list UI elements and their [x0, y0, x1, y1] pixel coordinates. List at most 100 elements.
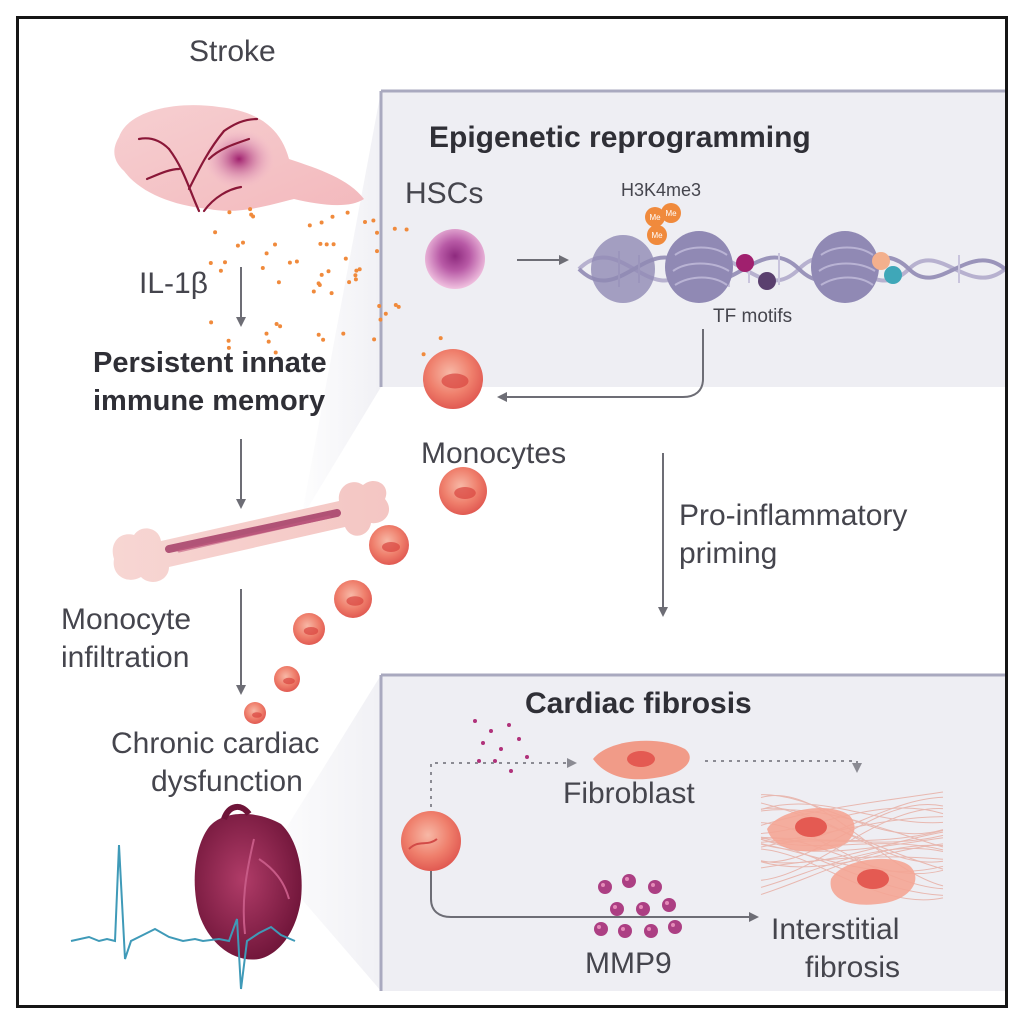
collagen-fiber [760, 837, 944, 852]
diagram-canvas: Me Me Me [70, 89, 1005, 991]
hsc-cell [425, 229, 485, 289]
interstitial-label-line2: fibrosis [805, 951, 901, 984]
il1b-dot [311, 289, 316, 294]
persistent-memory-label-line1: Persistent innate [93, 347, 327, 379]
hscs-label: HSCs [405, 177, 484, 210]
il1b-dot [347, 280, 352, 285]
monocyte-infiltration-label-line2: infiltration [61, 641, 190, 674]
il1b-dot [213, 230, 218, 235]
il1b-dot [266, 339, 271, 344]
il1b-dot [375, 249, 379, 254]
mmp9-particle [598, 880, 612, 894]
il1b-dot [276, 280, 281, 285]
il1b-dot [321, 337, 326, 342]
il1b-dot [316, 332, 321, 337]
signal-dot [509, 769, 513, 773]
me-tag-2: Me [665, 209, 677, 218]
il1b-dot [264, 251, 269, 256]
mmp9-particle [662, 898, 676, 912]
il1b-dot [278, 324, 283, 329]
chronic-dysfunction-label-line2: dysfunction [151, 765, 303, 798]
il1b-dot [341, 331, 346, 336]
mmp9-particle-highlight [621, 927, 625, 931]
il1b-dot [326, 269, 331, 274]
il1b-dot [249, 212, 254, 217]
monocyte-infiltration-label-line1: Monocyte [61, 603, 192, 636]
il1b-dot [294, 259, 299, 264]
mmp9-particle-highlight [639, 905, 643, 909]
chromatin-illustration [577, 231, 1005, 303]
signal-dot [517, 737, 521, 741]
tf-motif-teal [884, 266, 902, 284]
mmp9-particle-highlight [665, 901, 669, 905]
il1b-dot [227, 210, 232, 215]
zoom-wedge-bone [301, 91, 381, 519]
mmp9-particle-highlight [597, 925, 601, 929]
il1b-dot [273, 242, 277, 247]
tf-motifs-label: TF motifs [713, 306, 793, 327]
mmp9-particle-highlight [613, 905, 617, 909]
il1b-dot [363, 220, 367, 224]
il1b-cytokine-dots [208, 207, 446, 357]
interstitial-label-line1: Interstitial [771, 913, 900, 946]
collagen-fiber [760, 847, 944, 888]
il1b-dot [354, 268, 359, 273]
monocyte-nucleus [441, 373, 469, 389]
il1b-dot [248, 207, 253, 212]
il1b-dot [218, 268, 223, 273]
monocytes-label: Monocytes [421, 437, 567, 470]
tf-motif-magenta [736, 254, 754, 272]
collagen-fiber [760, 808, 944, 881]
signal-dot [473, 719, 477, 723]
il1b-dot [383, 311, 388, 316]
chronic-dysfunction-label-line1: Chronic cardiac [111, 727, 320, 760]
mmp9-particle-highlight [601, 883, 605, 887]
il1b-dot [371, 218, 376, 223]
il1b-dot [316, 281, 321, 286]
me-tag-3: Me [651, 231, 663, 240]
monocyte-trail [244, 349, 487, 724]
zoom-wedge-heart [267, 675, 381, 991]
il1b-dot [307, 223, 312, 228]
h3k4me3-label: H3K4me3 [621, 180, 702, 200]
tf-motif-purple [758, 272, 776, 290]
collagen-fiber [760, 803, 944, 824]
il1b-dot [330, 214, 335, 219]
il1b-dot [226, 338, 231, 343]
signal-dots [473, 719, 529, 773]
mmp9-particles [594, 874, 682, 938]
signal-dot [489, 729, 493, 733]
il1b-dot [372, 337, 377, 342]
mmp9-particle [618, 924, 632, 938]
signal-dot [481, 741, 485, 745]
heart-illustration [194, 804, 302, 960]
monocyte-nucleus [303, 627, 319, 635]
il1b-dot [438, 336, 443, 341]
priming-label-line2: priming [679, 537, 778, 570]
fibrosis-panel-title: Cardiac fibrosis [525, 687, 752, 720]
signal-dot [525, 755, 529, 759]
stroke-label: Stroke [189, 35, 276, 68]
stroke-lesion [203, 129, 275, 189]
fibroblast-label: Fibroblast [563, 777, 695, 810]
signal-dot [499, 747, 503, 751]
mmp9-particle-highlight [647, 927, 651, 931]
il1b-label: IL-1β [139, 267, 208, 300]
mmp9-label: MMP9 [585, 947, 672, 980]
il1b-dot [324, 242, 329, 247]
monocyte-nucleus [382, 542, 400, 552]
collagen-fiber [760, 831, 944, 864]
mmp9-particle [636, 902, 650, 916]
il1b-dot [377, 304, 382, 308]
fibrotic-cells [767, 807, 916, 905]
mmp9-particle-highlight [671, 923, 675, 927]
mmp9-particle [648, 880, 662, 894]
signal-dot [507, 723, 511, 727]
il1b-dot [343, 256, 348, 261]
mmp9-particle [622, 874, 636, 888]
brain-illustration [114, 105, 364, 213]
il1b-dot [241, 240, 245, 245]
il1b-dot [235, 243, 240, 248]
monocyte-nucleus [346, 596, 364, 606]
mmp9-particle-highlight [651, 883, 655, 887]
